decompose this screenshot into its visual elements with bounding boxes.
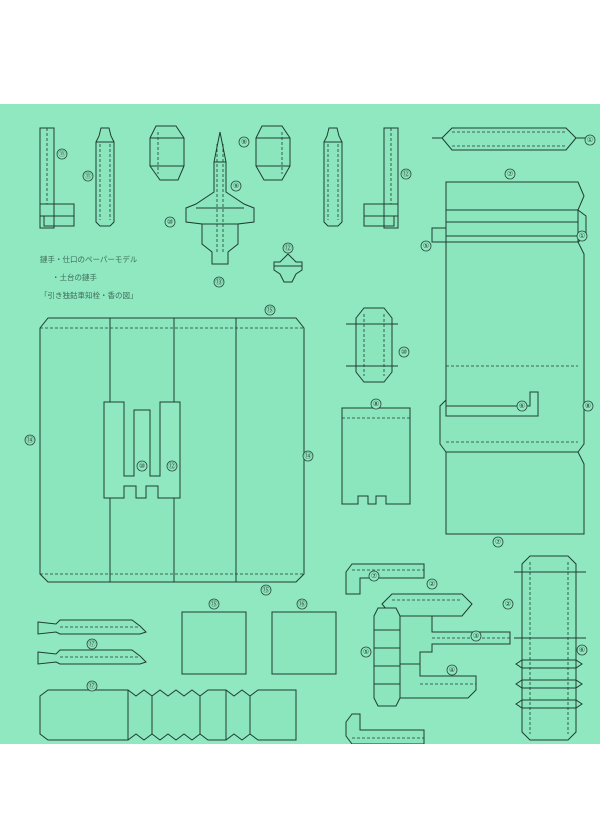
label-7-c: ⑦ [368, 570, 380, 582]
piece-9-box-left [149, 125, 185, 181]
svg-text:⑭: ⑭ [27, 436, 34, 444]
label-2-b: ② [502, 598, 514, 610]
label-17-b: ⑰ [86, 680, 98, 692]
label-5-b: ⑤ [360, 646, 372, 658]
svg-text:②: ② [505, 600, 511, 608]
label-14-b: ⑭ [302, 450, 314, 462]
svg-text:⑰: ⑰ [89, 640, 96, 648]
piece-8-box [341, 407, 411, 505]
svg-text:⑧: ⑧ [585, 402, 591, 410]
label-7-b: ⑦ [492, 536, 504, 548]
label-8-b: ⑧ [370, 398, 382, 410]
svg-text:⑦: ⑦ [371, 572, 377, 580]
piece-7-upper [431, 181, 587, 243]
svg-text:⑯: ⑯ [299, 600, 306, 608]
svg-text:⑭: ⑭ [305, 452, 312, 460]
svg-text:⑥: ⑥ [579, 646, 585, 654]
label-12-b: ⑫ [400, 168, 412, 180]
label-3: ③ [470, 630, 482, 642]
svg-text:⑩: ⑩ [167, 218, 173, 226]
svg-text:⑦: ⑦ [495, 538, 501, 546]
piece-bottom-left-bracket [345, 713, 425, 744]
svg-text:⑰: ⑰ [89, 682, 96, 690]
piece-16-square [271, 611, 337, 675]
svg-text:③: ③ [473, 632, 479, 640]
label-8-a: ⑧ [582, 400, 594, 412]
label-10-a: ⑩ [164, 216, 176, 228]
piece-12-center [323, 127, 343, 227]
svg-text:⑫: ⑫ [403, 170, 410, 178]
svg-text:⑮: ⑮ [267, 306, 274, 314]
svg-text:⑪: ⑪ [59, 150, 66, 158]
piece-2-tall-column [514, 555, 586, 741]
label-12-a: ⑫ [282, 242, 294, 254]
label-2-a: ② [426, 578, 438, 590]
paper-model-diagram: 鏈手・仕口のペーパーモデル ・土台の鏈手 「引き独鈷車知栓・香の図」 ⑪ ⑪ ⑨… [24, 125, 596, 744]
label-15-b: ⑮ [260, 584, 272, 596]
caption-line-3: 「引き独鈷車知栓・香の図」 [40, 290, 138, 300]
svg-text:②: ② [429, 580, 435, 588]
piece-1-top [432, 127, 586, 151]
piece-17-upper [37, 619, 147, 635]
label-9-a: ⑨ [238, 136, 250, 148]
svg-text:⑤: ⑤ [363, 648, 369, 656]
piece-4-lower-bar [399, 663, 477, 699]
paper-model-sheet: 鏈手・仕口のペーパーモデル ・土台の鏈手 「引き独鈷車知栓・香の図」 ⑪ ⑪ ⑨… [0, 104, 600, 744]
svg-text:④: ④ [449, 666, 455, 674]
svg-text:⑪: ⑪ [85, 172, 92, 180]
label-10-c: ⑩ [398, 346, 410, 358]
label-1-b: ① [576, 230, 588, 242]
svg-text:⑤: ⑤ [423, 242, 429, 250]
piece-11-left [39, 127, 75, 229]
piece-12-right [363, 127, 399, 229]
piece-17-lower [37, 649, 147, 665]
label-15-c: ⑮ [208, 598, 220, 610]
piece-17-long [39, 689, 297, 741]
svg-text:⑧: ⑧ [373, 400, 379, 408]
label-1-a: ① [584, 134, 596, 146]
caption-line-1: 鏈手・仕口のペーパーモデル [40, 254, 138, 264]
piece-15-square [181, 611, 247, 675]
piece-5-left-column [373, 607, 401, 707]
label-6-a: ⑥ [516, 400, 528, 412]
svg-text:⑮: ⑮ [263, 586, 270, 594]
svg-text:⑫: ⑫ [169, 462, 176, 470]
svg-text:⑬: ⑬ [216, 278, 223, 286]
svg-text:⑮: ⑮ [211, 600, 218, 608]
svg-text:⑨: ⑨ [233, 182, 239, 190]
svg-text:⑫: ⑫ [285, 244, 292, 252]
label-14-a: ⑭ [24, 434, 36, 446]
piece-3-connector [399, 615, 511, 665]
svg-text:⑩: ⑩ [139, 462, 145, 470]
svg-text:①: ① [587, 136, 593, 144]
piece-9-rocket [185, 131, 255, 265]
piece-7-top-left [345, 563, 425, 595]
svg-text:⑥: ⑥ [519, 402, 525, 410]
piece-9-box-right [255, 125, 291, 181]
caption-block: 鏈手・仕口のペーパーモデル ・土台の鏈手 「引き独鈷車知栓・香の図」 [40, 254, 138, 300]
piece-14-big-block [39, 317, 305, 583]
label-13: ⑬ [213, 276, 225, 288]
label-12-c: ⑫ [166, 460, 178, 472]
svg-text:⑨: ⑨ [241, 138, 247, 146]
svg-text:⑩: ⑩ [401, 348, 407, 356]
label-7-a: ⑦ [504, 168, 516, 180]
label-11-a: ⑪ [56, 148, 68, 160]
label-9-b: ⑨ [230, 180, 242, 192]
caption-line-2: ・土台の鏈手 [52, 272, 97, 282]
piece-11-center [95, 127, 115, 227]
piece-13-small [273, 253, 303, 283]
label-16: ⑯ [296, 598, 308, 610]
label-5-a: ⑤ [420, 240, 432, 252]
svg-text:①: ① [579, 232, 585, 240]
label-11-b: ⑪ [82, 170, 94, 182]
piece-10-right-box [346, 307, 398, 383]
label-6-b: ⑥ [576, 644, 588, 656]
label-4-a: ④ [446, 664, 458, 676]
label-15-a: ⑮ [264, 304, 276, 316]
svg-text:⑦: ⑦ [507, 170, 513, 178]
label-10-b: ⑩ [136, 460, 148, 472]
piece-8-right-column [439, 241, 585, 535]
label-17-a: ⑰ [86, 638, 98, 650]
